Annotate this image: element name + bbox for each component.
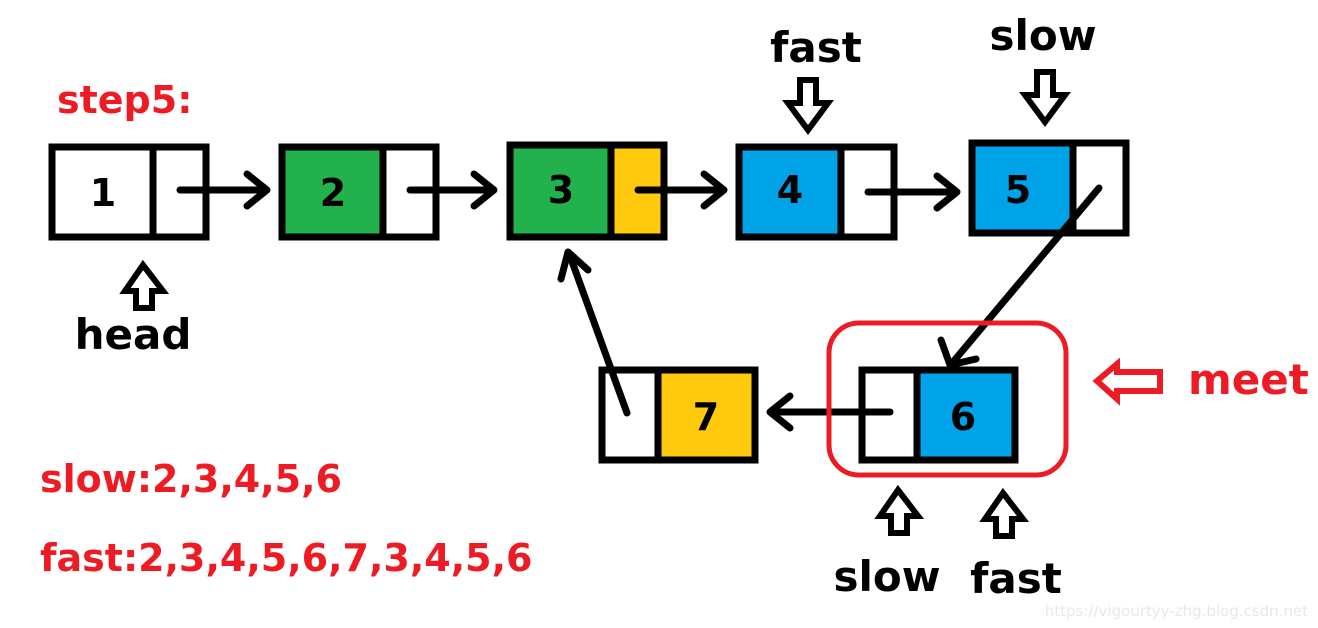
node-1-data-cell	[48, 143, 157, 241]
meet-highlight-box	[826, 320, 1069, 478]
node-3-data-cell	[506, 141, 615, 241]
node-3-value: 3	[548, 168, 574, 212]
slow-top-label: slow	[989, 11, 1096, 60]
node-5-data-cell	[968, 139, 1077, 237]
meet-label: meet	[1188, 355, 1309, 404]
arrow-4-to-5	[864, 172, 961, 212]
fast-bottom-pointer-arrow-icon	[979, 487, 1030, 539]
node-7-next-cell	[598, 366, 662, 464]
node-1: 1	[48, 143, 210, 241]
arrow-3-to-4	[634, 170, 728, 210]
node-6-data-cell	[913, 366, 1019, 464]
node-4-value: 4	[777, 168, 803, 212]
node-1-value: 1	[90, 171, 116, 215]
head-label: head	[75, 310, 192, 359]
arrow-5-to-6	[937, 184, 1103, 369]
node-5: 5	[968, 139, 1130, 237]
arrow-2-to-3	[406, 170, 498, 210]
watermark: https://vigourtyy-zhg.blog.csdn.net	[1044, 602, 1308, 620]
node-6: 6	[858, 366, 1019, 464]
node-5-value: 5	[1005, 168, 1031, 212]
node-4-data-cell	[735, 143, 845, 241]
arrow-7-to-3	[557, 248, 631, 417]
meet-arrow-icon	[1092, 357, 1163, 406]
head-pointer-arrow-icon	[119, 259, 170, 311]
node-7-data-cell	[654, 366, 759, 464]
slow-trace: slow:2,3,4,5,6	[40, 457, 342, 501]
node-2-data-cell	[278, 143, 387, 241]
node-2-value: 2	[320, 171, 346, 215]
node-7-value: 7	[693, 395, 719, 439]
slow-pointer-arrow-icon	[1019, 69, 1071, 128]
fast-bottom-label: fast	[970, 554, 1062, 603]
step-label: step5:	[57, 78, 192, 122]
slow-bottom-pointer-arrow-icon	[874, 484, 925, 536]
fast-pointer-arrow-icon	[782, 77, 834, 136]
node-6-value: 6	[950, 395, 976, 439]
slow-bottom-label: slow	[833, 552, 940, 601]
fast-top-label: fast	[770, 23, 862, 72]
node-7: 7	[598, 366, 759, 464]
arrow-1-to-2	[176, 170, 271, 210]
fast-trace: fast:2,3,4,5,6,7,3,4,5,6	[40, 536, 532, 580]
